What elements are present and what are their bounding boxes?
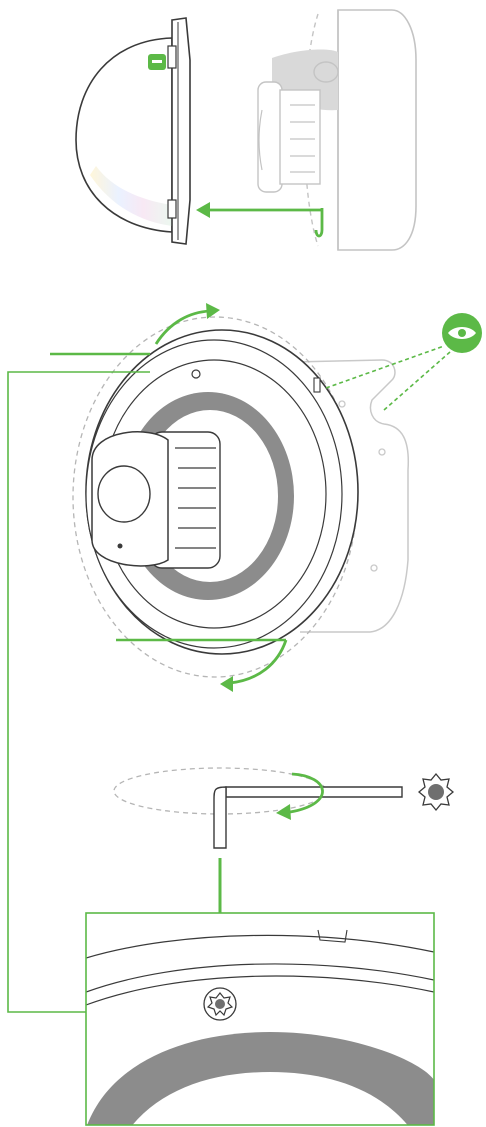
dome-cover (76, 18, 190, 244)
camera-base (258, 10, 416, 250)
torx-screw-head-icon (204, 988, 236, 1020)
step-1-group (76, 10, 416, 250)
arrow-detach-left (196, 202, 322, 236)
step-2-group (8, 303, 482, 1012)
torx-screw-icon (419, 774, 453, 810)
camera-module (92, 432, 220, 568)
torx-key (214, 787, 402, 848)
detail-box (86, 913, 434, 1127)
